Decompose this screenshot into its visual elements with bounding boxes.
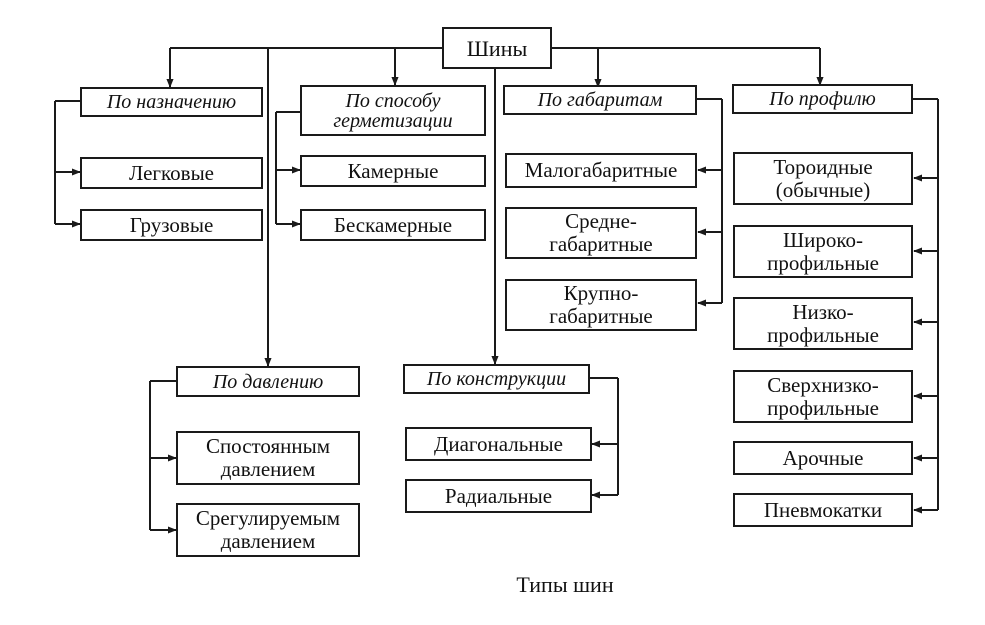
- category-sealing: По способу герметизации: [300, 85, 486, 136]
- node-tubeless: Бескамерные: [300, 209, 486, 241]
- node-ultra-low-profile: Сверхнизко- профильные: [733, 370, 913, 423]
- node-label-line1: Широко-: [782, 227, 864, 252]
- category-profile-label: По профилю: [769, 88, 876, 110]
- node-medium-size: Средне- габаритные: [505, 207, 697, 259]
- node-label-line1: Тороидные: [773, 154, 873, 179]
- root-node: Шины: [442, 27, 552, 69]
- node-label-line1: Спостоянным: [205, 434, 331, 458]
- node-label-line2: профильные: [767, 250, 879, 275]
- node-label: Легковые: [128, 160, 214, 185]
- node-label-line2: давлением: [220, 457, 316, 481]
- category-sealing-label-line2: герметизации: [333, 109, 453, 132]
- node-passenger: Легковые: [80, 157, 263, 189]
- node-label: Пневмокатки: [763, 497, 883, 522]
- category-size-label: По габаритам: [537, 89, 663, 111]
- category-sealing-label-line1: По способу: [345, 89, 441, 112]
- node-wide-profile: Широко- профильные: [733, 225, 913, 278]
- node-label-line1: Срегулируемым: [195, 506, 341, 530]
- node-label: Радиальные: [444, 483, 553, 508]
- category-profile: По профилю: [732, 84, 913, 114]
- category-construction-label: По конструкции: [426, 368, 567, 390]
- node-label-line1: Сверхнизко-: [767, 372, 879, 397]
- root-label: Шины: [466, 35, 528, 61]
- node-radial: Радиальные: [405, 479, 592, 513]
- node-label: Бескамерные: [333, 212, 453, 237]
- node-label-line1: Низко-: [792, 299, 854, 324]
- category-pressure: По давлению: [176, 366, 360, 397]
- node-label-line2: профильные: [767, 395, 879, 420]
- node-large-size: Крупно- габаритные: [505, 279, 697, 331]
- node-constant-pressure: Спостоянным давлением: [176, 431, 360, 485]
- node-tube: Камерные: [300, 155, 486, 187]
- node-adjustable-pressure: Срегулируемым давлением: [176, 503, 360, 557]
- category-purpose-label: По назначению: [106, 91, 237, 113]
- node-small-size: Малогабаритные: [505, 153, 697, 188]
- node-label: Арочные: [782, 445, 864, 470]
- node-pneumatic-roller: Пневмокатки: [733, 493, 913, 527]
- category-pressure-label: По давлению: [212, 370, 324, 393]
- node-label: Камерные: [347, 158, 439, 183]
- node-label-line1: Крупно-: [563, 281, 639, 305]
- node-label: Диагональные: [434, 431, 563, 456]
- node-truck: Грузовые: [80, 209, 263, 241]
- category-size: По габаритам: [503, 85, 697, 115]
- node-label-line2: профильные: [767, 322, 879, 347]
- node-low-profile: Низко- профильные: [733, 297, 913, 350]
- node-label-line2: габаритные: [549, 304, 653, 328]
- figure-caption: Типы шин: [516, 572, 614, 597]
- node-label: Грузовые: [129, 212, 214, 237]
- node-label: Малогабаритные: [524, 158, 678, 182]
- node-label-line2: (обычные): [775, 177, 871, 202]
- node-arched: Арочные: [733, 441, 913, 475]
- node-toroidal: Тороидные (обычные): [733, 152, 913, 205]
- node-label-line2: габаритные: [549, 232, 653, 256]
- node-label-line2: давлением: [220, 529, 316, 553]
- category-purpose: По назначению: [80, 87, 263, 117]
- category-construction: По конструкции: [403, 364, 590, 394]
- node-label-line1: Средне-: [565, 209, 637, 233]
- node-diagonal: Диагональные: [405, 427, 592, 461]
